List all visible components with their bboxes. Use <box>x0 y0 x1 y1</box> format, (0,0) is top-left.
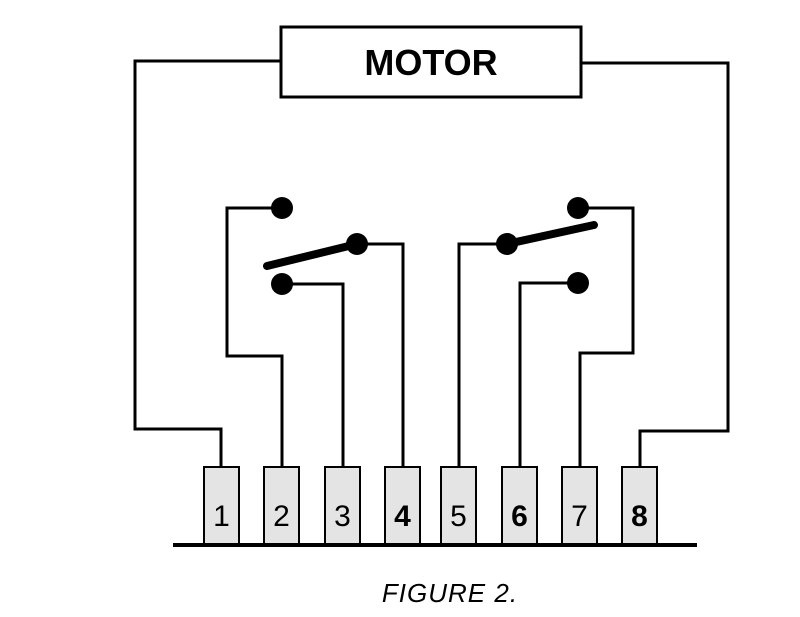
terminal-box <box>203 466 240 545</box>
wire-terminal-2-to-left-top-contact <box>225 206 284 467</box>
terminal-box <box>621 466 658 545</box>
terminal-block: 1 2 3 4 5 6 7 8 <box>173 466 697 547</box>
terminal-6: 6 <box>501 466 538 545</box>
terminal-box <box>324 466 361 545</box>
left-bottom-contact <box>271 273 293 295</box>
motor: MOTOR <box>279 25 583 99</box>
terminal-box <box>384 466 421 545</box>
right-switch-lever <box>503 221 598 248</box>
terminal-3: 3 <box>324 466 361 545</box>
right-top-contact <box>567 197 589 219</box>
terminal-label: 4 <box>394 500 411 533</box>
terminal-label: 2 <box>273 500 290 533</box>
right-bottom-contact <box>567 272 589 294</box>
left-switch-lever <box>263 240 361 270</box>
terminal-label: 1 <box>213 500 230 533</box>
figure-caption: FIGURE 2. <box>382 578 518 608</box>
terminal-8: 8 <box>621 466 658 545</box>
terminal-box <box>263 466 300 545</box>
terminal-7: 7 <box>561 466 598 545</box>
terminal-5: 5 <box>440 466 477 545</box>
right-switch <box>457 197 635 467</box>
wire-terminal-5-to-right-common <box>457 242 507 467</box>
terminal-2: 2 <box>263 466 300 545</box>
terminal-label: 7 <box>571 500 588 533</box>
terminal-label: 8 <box>631 500 648 533</box>
wire-motor-to-terminal-8 <box>581 61 730 467</box>
motor-label: MOTOR <box>364 42 497 83</box>
terminal-box <box>501 466 538 545</box>
wire-terminal-7-to-right-top-contact <box>578 206 635 467</box>
terminal-label: 6 <box>511 500 528 533</box>
terminal-box <box>440 466 477 545</box>
right-common-contact <box>496 233 518 255</box>
left-top-contact <box>271 197 293 219</box>
left-common-contact <box>346 233 368 255</box>
wire-terminal-4-to-left-common <box>357 242 405 467</box>
terminal-1: 1 <box>203 466 240 545</box>
left-switch <box>225 197 405 467</box>
terminal-label: 3 <box>334 500 351 533</box>
wire-terminal-6-to-right-bottom-contact <box>518 281 578 467</box>
wire-motor-to-terminal-1 <box>133 59 281 467</box>
terminal-4: 4 <box>384 466 421 545</box>
terminal-box <box>561 466 598 545</box>
terminal-label: 5 <box>450 500 467 533</box>
wire-terminal-3-to-left-bottom-contact <box>282 282 345 467</box>
